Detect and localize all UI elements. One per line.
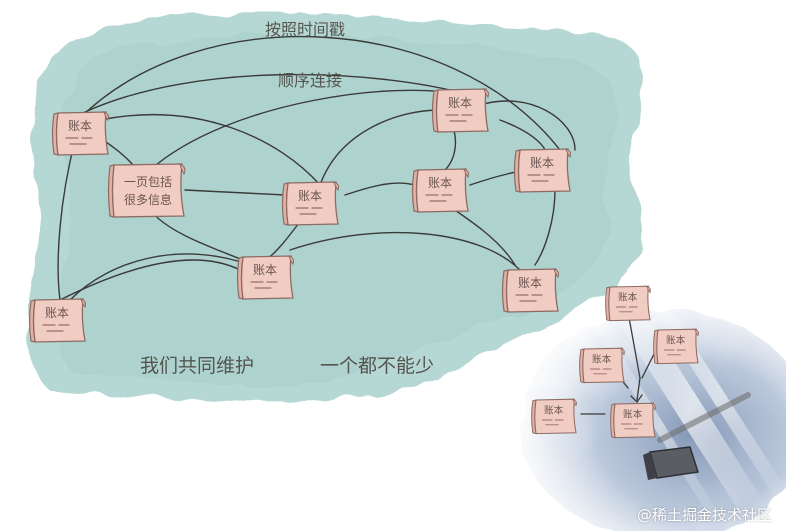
ledger-label: 账本 [618,292,638,304]
arc-top-outer [79,36,561,151]
ledger-scroll: 账本 [411,168,470,213]
watermark: @稀土掘金技术社区 [636,506,772,524]
ledger-scroll: 账本 [28,298,87,343]
ledger-label: 账本 [666,335,686,347]
arc-left-vertical [57,139,76,301]
arc-scroll1-center [99,114,321,186]
arc-special-top [149,89,461,171]
ledger-scroll-small: 账本 [653,328,699,365]
ledger-label: 账本 [448,96,472,110]
ledger-label: 账本 [428,176,452,190]
ledger-scroll-small: 账本 [610,402,656,439]
ledger-scroll: 账本 [513,148,572,193]
ledger-label: 账本 [530,156,554,170]
info-scroll: 一页包括 很多信息 [107,163,186,218]
ledger-label: 账本 [592,354,612,366]
arc-left-bottom [59,259,241,301]
arc-left-lower [69,253,251,301]
slogan-none-missing: 一个都不能少 [320,355,434,377]
arc-label-order: 顺序连接 [278,71,342,90]
arc-bottom-right [289,231,521,271]
arc-special-center [184,189,286,196]
ledger-scroll: 账本 [431,88,490,133]
arc-top-mid [84,73,471,113]
ledger-scroll: 账本 [236,255,295,300]
ledger-label: 账本 [68,119,92,133]
ledger-scroll-small: 账本 [579,347,625,384]
slogan-maintain: 我们共同维护 [140,355,254,377]
ledger-label: 账本 [544,405,564,417]
info-scroll-line-1: 一页包括 [124,174,172,189]
ledger-scroll: 账本 [51,111,110,156]
arc-top-right-mid [479,100,576,151]
ledger-scroll: 账本 [281,181,340,226]
ledger-label: 账本 [253,263,277,277]
arc-center-right [344,182,416,196]
ledger-scroll-small: 账本 [605,285,651,322]
arc-label-timestamp: 按照时间戳 [265,20,345,39]
info-scroll-line-2: 很多信息 [124,192,172,207]
ledger-label: 账本 [518,276,542,290]
ledger-label: 账本 [623,409,643,421]
gavel-icon [643,392,751,480]
ledger-scroll: 账本 [501,268,560,313]
ledger-label: 账本 [45,306,69,320]
arc-center-top [319,109,441,186]
arc-right-down [534,189,556,266]
ledger-scroll-small: 账本 [531,398,577,435]
ledger-label: 账本 [298,189,322,203]
